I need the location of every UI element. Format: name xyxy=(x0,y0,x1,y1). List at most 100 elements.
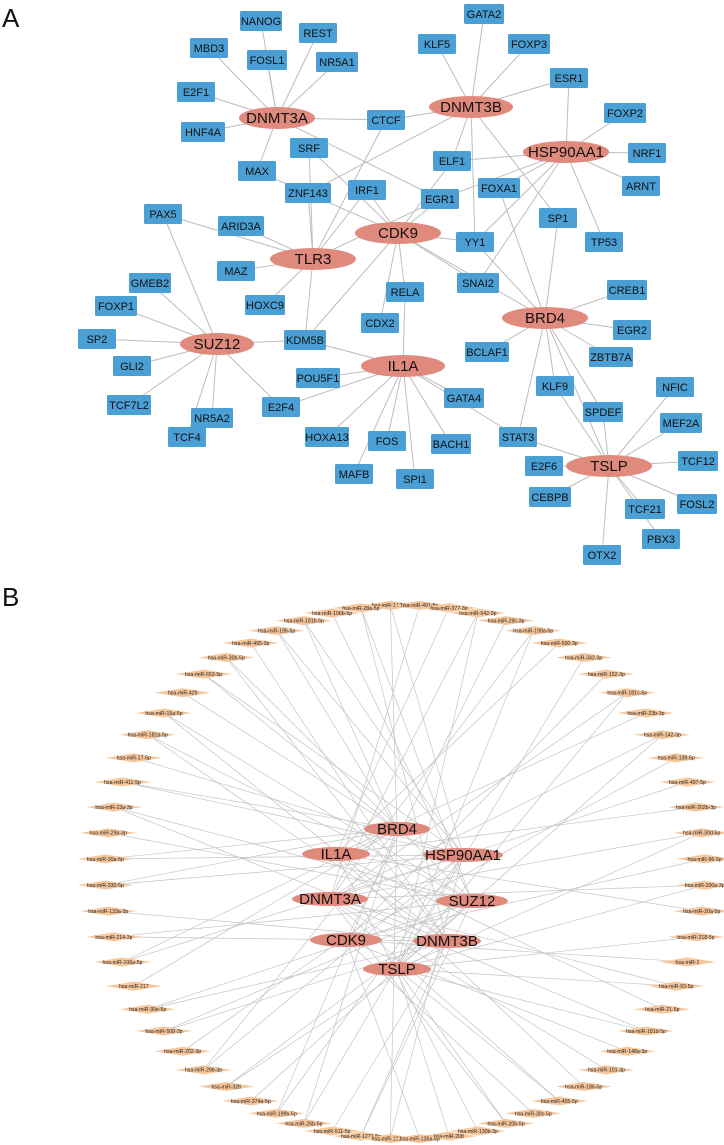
mirna-node-hsa-mir-30b-5p[interactable]: hsa-miR-30b-5p xyxy=(198,653,255,663)
mirna-node-hsa-mir-508-3p[interactable]: hsa-miR-508-3p xyxy=(136,1026,193,1036)
mirna-node-hsa-mir-181b-5p[interactable]: hsa-miR-181b-5p xyxy=(275,616,332,626)
tf-node-srf[interactable]: SRF xyxy=(290,138,328,158)
tf-node-sp1[interactable]: SP1 xyxy=(539,208,577,228)
mirna-node-hsa-mir-135a-5p[interactable]: hsa-miR-135a-5p xyxy=(391,1134,448,1144)
tf-node-rest[interactable]: REST xyxy=(299,23,337,43)
hub-node-il1a[interactable]: IL1A xyxy=(361,355,445,377)
tf-node-foxp2[interactable]: FOXP2 xyxy=(604,103,646,123)
tf-node-nr5a1[interactable]: NR5A1 xyxy=(316,52,358,72)
mirna-node-hsa-mir-195-5p[interactable]: hsa-miR-195-5p xyxy=(248,626,305,636)
mirna-node-hsa-mir-15a-5p[interactable]: hsa-miR-15a-5p xyxy=(136,708,193,718)
hub-b-node-dnmt3a[interactable]: DNMT3A xyxy=(292,891,368,908)
tf-node-gata4[interactable]: GATA4 xyxy=(444,388,484,408)
tf-node-creb1[interactable]: CREB1 xyxy=(607,280,647,300)
tf-node-nanog[interactable]: NANOG xyxy=(240,11,282,31)
hub-b-node-cdk9[interactable]: CDK9 xyxy=(310,932,382,949)
mirna-node-hsa-mir-26b-5p[interactable]: hsa-miR-26b-5p xyxy=(275,1118,332,1128)
mirna-node-hsa-mir-199a-5p[interactable]: hsa-miR-199a-5p xyxy=(505,626,562,636)
tf-node-tp53[interactable]: TP53 xyxy=(585,232,623,252)
tf-node-gmeb2[interactable]: GMEB2 xyxy=(129,273,171,293)
tf-node-kdm5b[interactable]: KDM5B xyxy=(284,330,326,350)
mirna-node-hsa-mir-142-3p[interactable]: hsa-miR-142-3p xyxy=(634,730,691,740)
tf-node-tcf7l2[interactable]: TCF7L2 xyxy=(107,395,151,415)
tf-node-stat3[interactable]: STAT3 xyxy=(499,427,537,447)
mirna-node-hsa-mir-330-5p[interactable]: hsa-miR-330-5p xyxy=(77,880,134,890)
mirna-node-hsa-mir-23a-3p[interactable]: hsa-miR-23a-3p xyxy=(85,802,142,812)
mirna-node-hsa-mir-495-3p[interactable]: hsa-miR-495-3p xyxy=(222,638,279,648)
tf-node-esr1[interactable]: ESR1 xyxy=(550,68,588,88)
tf-node-hnf4a[interactable]: HNF4A xyxy=(181,122,225,142)
tf-node-foxa1[interactable]: FOXA1 xyxy=(478,178,520,198)
mirna-node-hsa-mir-326[interactable]: hsa-miR-326 xyxy=(198,1081,255,1091)
mirna-node-hsa-mir-342-3p[interactable]: hsa-miR-342-3p xyxy=(555,653,612,663)
tf-node-tcf4[interactable]: TCF4 xyxy=(168,427,206,447)
tf-node-zbtb7a[interactable]: ZBTB7A xyxy=(589,347,633,367)
mirna-node-hsa-mir-374a-5p[interactable]: hsa-miR-374a-5p xyxy=(222,1096,279,1106)
mirna-node-hsa-mir-96-5p[interactable]: hsa-miR-96-5p xyxy=(676,854,724,864)
hub-b-node-suz12[interactable]: SUZ12 xyxy=(436,893,508,910)
hub-node-tslp[interactable]: TSLP xyxy=(566,455,652,477)
mirna-node-hsa-mir-218-5p[interactable]: hsa-miR-218-5p xyxy=(668,932,724,942)
tf-node-mef2a[interactable]: MEF2A xyxy=(660,413,702,433)
hub-node-dnmt3b[interactable]: DNMT3B xyxy=(429,96,513,118)
mirna-node-hsa-mir-30a-5p[interactable]: hsa-miR-30a-5p xyxy=(77,854,134,864)
tf-node-klf9[interactable]: KLF9 xyxy=(536,376,574,396)
mirna-node-hsa-mir-542-3p[interactable]: hsa-miR-542-3p xyxy=(449,608,506,618)
tf-node-e2f4[interactable]: E2F4 xyxy=(262,397,300,417)
mirna-node-hsa-mir-28a-5p[interactable]: hsa-miR-28a-5p xyxy=(332,603,389,613)
mirna-node-hsa-mir-181d-5p[interactable]: hsa-miR-181d-5p xyxy=(617,1026,674,1036)
mirna-node-hsa-mir-214-3p[interactable]: hsa-miR-214-3p xyxy=(85,932,142,942)
tf-node-cebpb[interactable]: CEBPB xyxy=(529,487,571,507)
mirna-node-hsa-mir-29b-3p[interactable]: hsa-miR-29b-3p xyxy=(175,1065,232,1075)
mirna-node-hsa-mir-93-5p[interactable]: hsa-miR-93-5p xyxy=(648,981,705,991)
tf-node-fosl1[interactable]: FOSL1 xyxy=(247,50,287,70)
tf-node-egr1[interactable]: EGR1 xyxy=(421,189,459,209)
mirna-node-hsa-mir-30e-5p[interactable]: hsa-miR-30e-5p xyxy=(119,1004,176,1014)
mirna-node-hsa-mir-20b-5p[interactable]: hsa-miR-20b-5p xyxy=(478,1118,535,1128)
mirna-node-hsa-mir-377-3p[interactable]: hsa-miR-377-3p xyxy=(421,603,478,613)
mirna-node-hsa-mir-17-5p[interactable]: hsa-miR-17-5p xyxy=(105,753,162,763)
tf-node-irf1[interactable]: IRF1 xyxy=(348,180,386,200)
mirna-node-hsa-mir-186-5p[interactable]: hsa-miR-186-5p xyxy=(555,1081,612,1091)
tf-node-arid3a[interactable]: ARID3A xyxy=(218,216,264,236)
mirna-node-hsa-mir-181a-5p[interactable]: hsa-miR-181a-5p xyxy=(119,730,176,740)
hub-b-node-hsp90aa1[interactable]: HSP90AA1 xyxy=(423,847,503,864)
hub-node-cdk9[interactable]: CDK9 xyxy=(355,222,441,244)
tf-node-e2f1[interactable]: E2F1 xyxy=(177,82,215,102)
mirna-node-hsa-mir-130b-3p[interactable]: hsa-miR-130b-3p xyxy=(449,1126,506,1136)
mirna-node-hsa-mir-181c-5p[interactable]: hsa-miR-181c-5p xyxy=(599,688,656,698)
mirna-node-hsa-mir-511-5p[interactable]: hsa-miR-511-5p xyxy=(304,1126,361,1136)
tf-node-tcf21[interactable]: TCF21 xyxy=(625,499,665,519)
hub-node-dnmt3a[interactable]: DNMT3A xyxy=(239,107,315,129)
mirna-node-hsa-mir-152-3p[interactable]: hsa-miR-152-3p xyxy=(578,669,635,679)
mirna-node-hsa-mir-106a-5p[interactable]: hsa-miR-106a-5p xyxy=(94,957,151,967)
tf-node-nfic[interactable]: NFIC xyxy=(656,377,694,397)
tf-node-yy1[interactable]: YY1 xyxy=(456,232,494,252)
mirna-node-hsa-mir-30d-5p[interactable]: hsa-miR-30d-5p xyxy=(673,828,724,838)
tf-node-spdef[interactable]: SPDEF xyxy=(583,402,623,422)
tf-node-fosl2[interactable]: FOSL2 xyxy=(677,494,717,514)
tf-node-bach1[interactable]: BACH1 xyxy=(431,434,471,454)
tf-node-spi1[interactable]: SPI1 xyxy=(396,469,434,489)
tf-node-foxp1[interactable]: FOXP1 xyxy=(95,296,137,316)
hub-node-brd4[interactable]: BRD4 xyxy=(502,307,588,329)
mirna-node-hsa-mir-106b-5p[interactable]: hsa-miR-106b-5p xyxy=(304,608,361,618)
mirna-node-hsa-mir-200a-3p[interactable]: hsa-miR-200a-3p xyxy=(676,880,724,890)
tf-node-hoxa13[interactable]: HOXA13 xyxy=(305,427,349,447)
mirna-node-hsa-mir-20a-5p[interactable]: hsa-miR-20a-5p xyxy=(673,906,724,916)
mirna-node-hsa-mir-23b-3p[interactable]: hsa-miR-23b-3p xyxy=(617,708,674,718)
tf-node-foxp3[interactable]: FOXP3 xyxy=(508,34,550,54)
mirna-node-hsa-mir-21-5p[interactable]: hsa-miR-21-5p xyxy=(634,1004,691,1014)
tf-node-pou5f1[interactable]: POU5F1 xyxy=(296,368,340,388)
mirna-node-hsa-mir-590-3p[interactable]: hsa-miR-590-3p xyxy=(531,638,588,648)
tf-node-ctcf[interactable]: CTCF xyxy=(367,110,405,130)
tf-node-cdx2[interactable]: CDX2 xyxy=(361,313,399,333)
tf-node-nrf1[interactable]: NRF1 xyxy=(628,143,666,163)
tf-node-otx2[interactable]: OTX2 xyxy=(583,545,621,565)
mirna-node-hsa-mir-30c-5p[interactable]: hsa-miR-30c-5p xyxy=(505,1108,562,1118)
mirna-node-hsa-mir-19b-3p[interactable]: hsa-miR-19b-3p xyxy=(362,1134,419,1144)
tf-node-arnt[interactable]: ARNT xyxy=(622,176,660,196)
mirna-node-hsa-mir-29c-3p[interactable]: hsa-miR-29c-3p xyxy=(478,616,535,626)
tf-node-max[interactable]: MAX xyxy=(238,161,276,181)
tf-node-tcf12[interactable]: TCF12 xyxy=(678,451,718,471)
